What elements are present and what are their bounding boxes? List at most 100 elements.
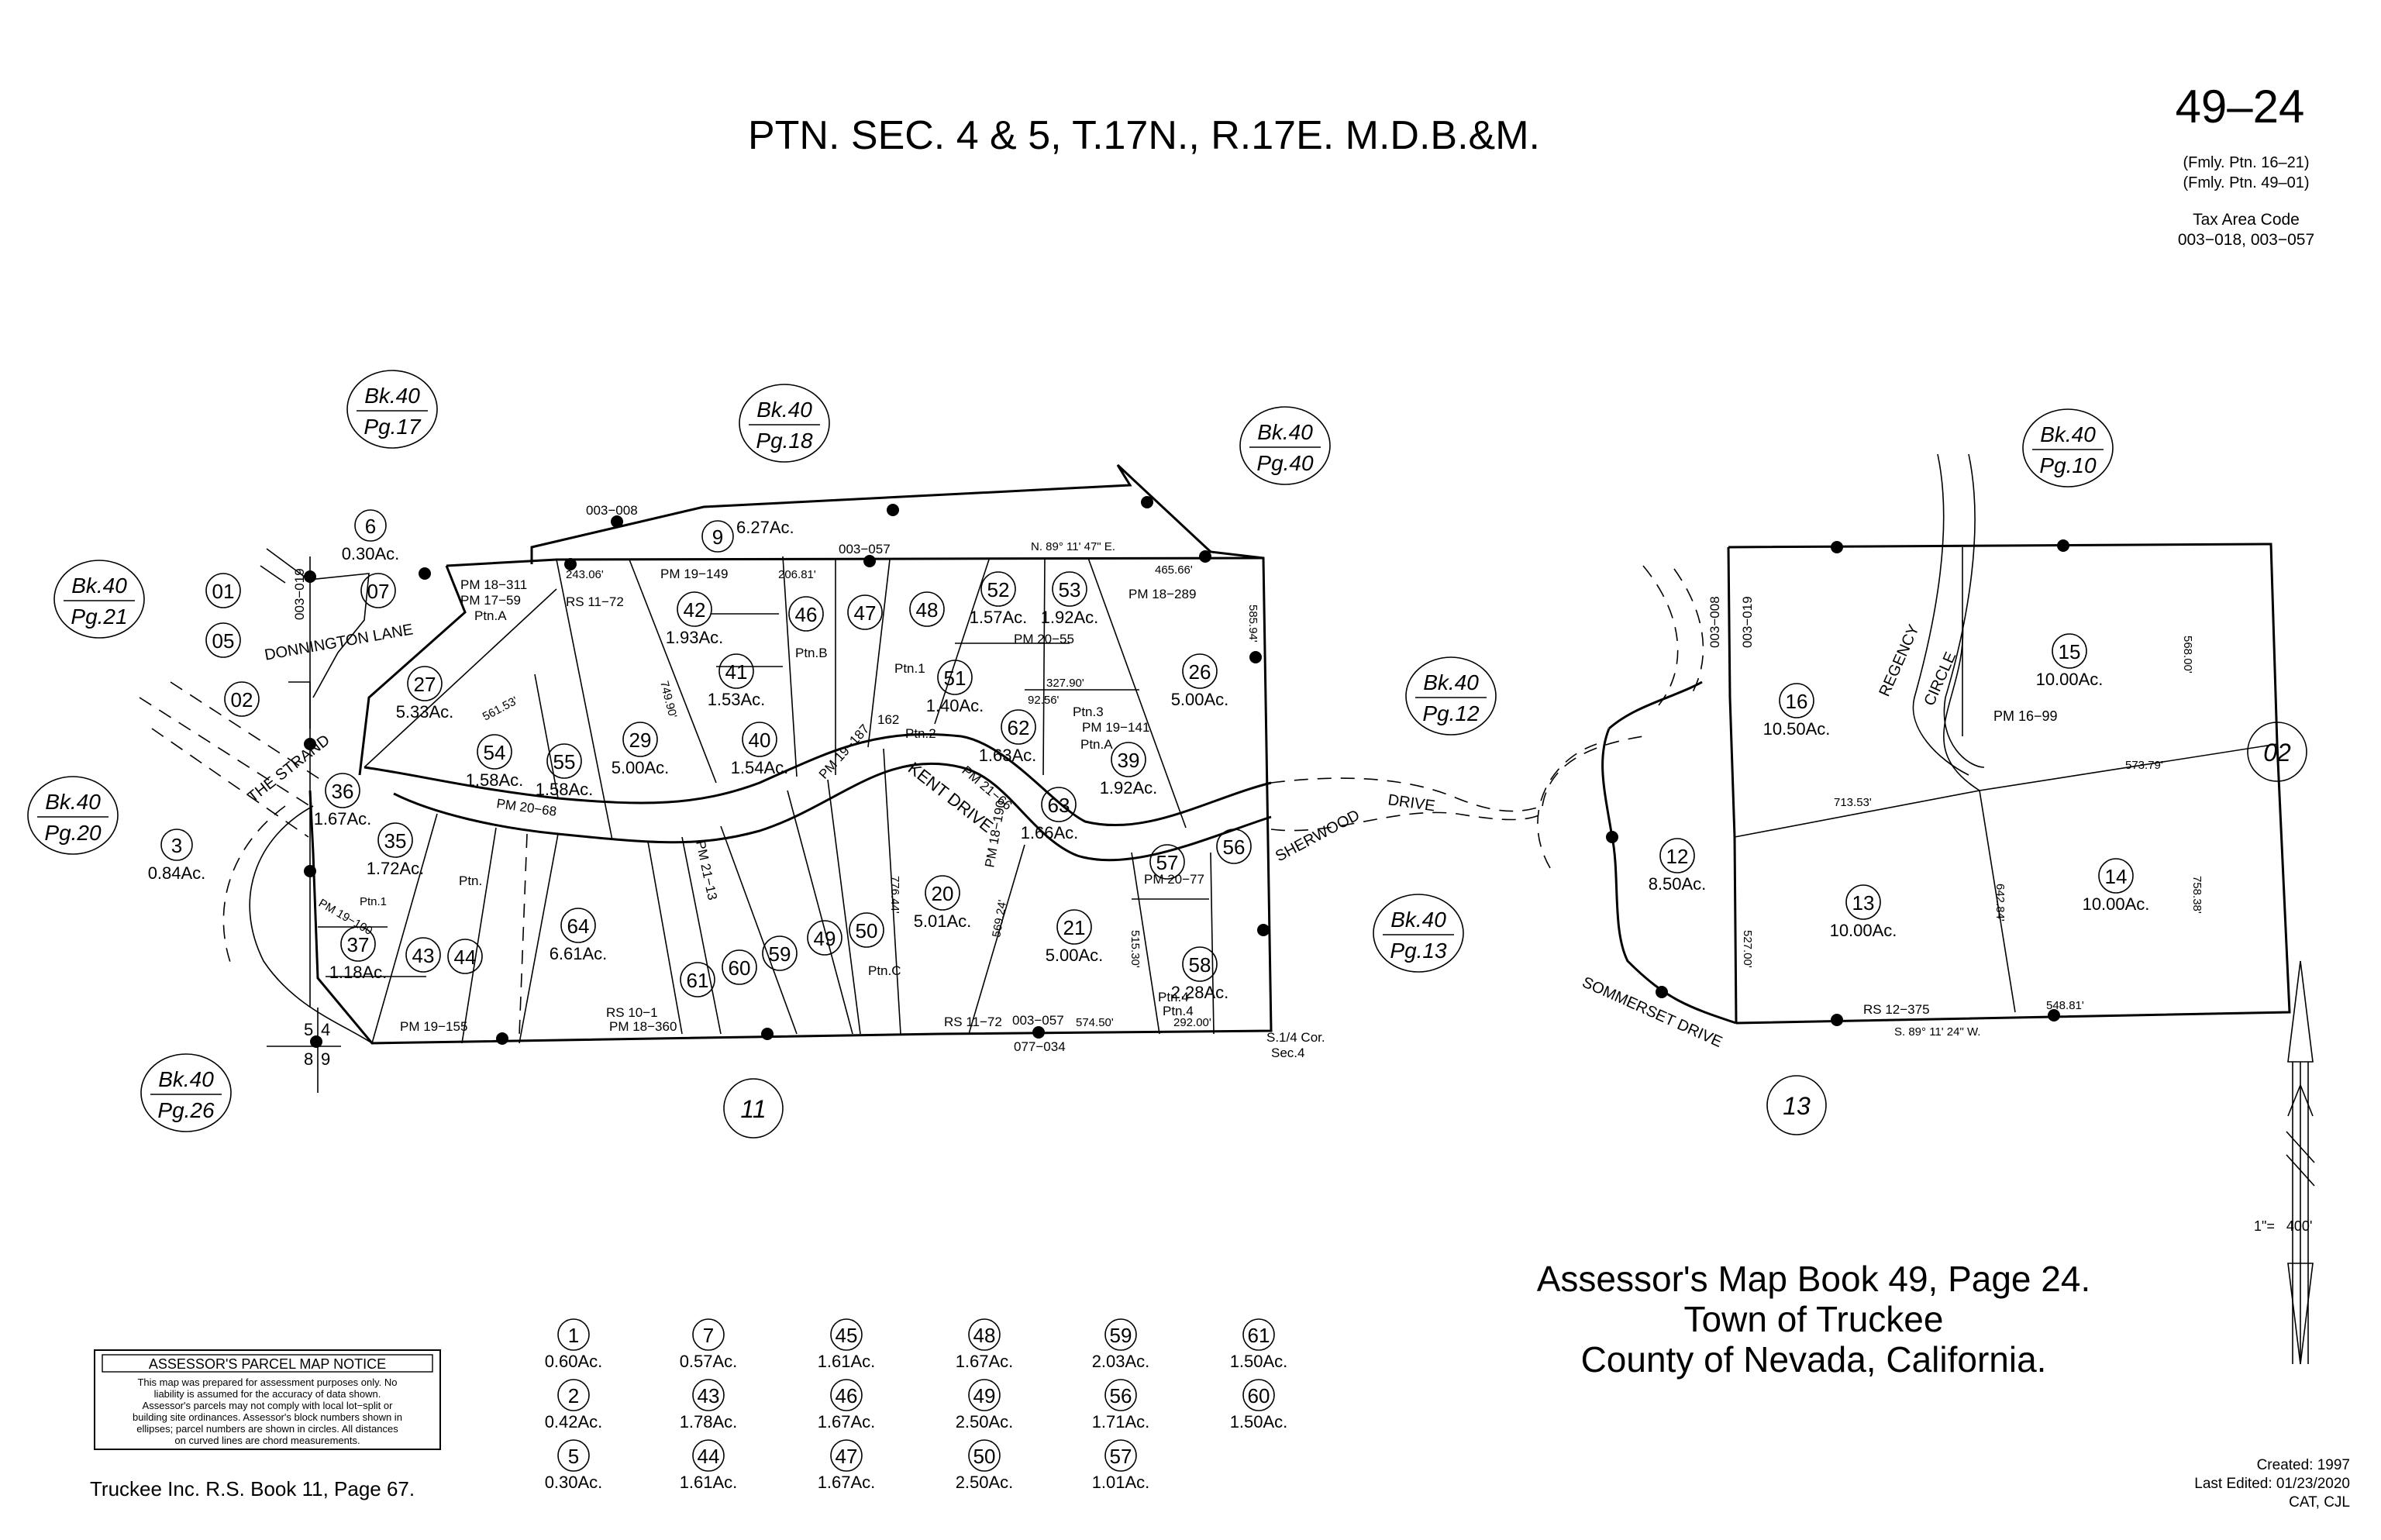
- svg-text:11: 11: [740, 1095, 766, 1123]
- svg-text:54: 54: [484, 741, 506, 764]
- svg-text:Bk.40: Bk.40: [1257, 420, 1313, 444]
- svg-text:Ptn.4: Ptn.4: [1163, 1004, 1194, 1018]
- svg-text:ASSESSOR'S PARCEL MAP NOTICE: ASSESSOR'S PARCEL MAP NOTICE: [149, 1356, 386, 1372]
- parcel-54: 541.58Ac.: [466, 734, 523, 790]
- svg-text:PM 21−13: PM 21−13: [693, 839, 720, 901]
- svg-text:Ptn.1: Ptn.1: [894, 661, 925, 676]
- parcel-12: 128.50Ac.: [1649, 838, 1706, 894]
- svg-text:60: 60: [729, 956, 751, 980]
- svg-text:62: 62: [1008, 716, 1030, 739]
- svg-text:51: 51: [944, 667, 967, 690]
- svg-text:40: 40: [749, 729, 771, 752]
- road-strand: [139, 681, 326, 838]
- parcel-62: 621.63Ac.: [979, 709, 1036, 765]
- svg-text:58: 58: [1189, 953, 1211, 977]
- svg-text:PM 16−99: PM 16−99: [1993, 708, 2058, 724]
- svg-text:37: 37: [347, 933, 370, 956]
- rs-book-reference: Truckee Inc. R.S. Book 11, Page 67.: [90, 1477, 415, 1500]
- svg-text:Ptn.A: Ptn.A: [1080, 737, 1113, 752]
- svg-text:1.57Ac.: 1.57Ac.: [970, 608, 1028, 627]
- svg-text:3: 3: [171, 834, 182, 857]
- street-sherwood: SHERWOOD: [1273, 807, 1363, 866]
- book-ref-bk40-pg21: Bk.40 Pg.21: [53, 560, 145, 639]
- svg-text:1: 1: [568, 1324, 579, 1347]
- parcel-40: 401.54Ac.: [731, 722, 788, 777]
- svg-text:Pg.26: Pg.26: [157, 1098, 215, 1122]
- svg-text:RS 11−72: RS 11−72: [944, 1015, 1002, 1029]
- svg-text:20: 20: [932, 882, 954, 905]
- parcel-02: 02: [224, 681, 260, 717]
- svg-text:5.00Ac.: 5.00Ac.: [1046, 946, 1104, 965]
- svg-text:2.03Ac.: 2.03Ac.: [1092, 1352, 1150, 1371]
- svg-text:1.50Ac.: 1.50Ac.: [1230, 1352, 1288, 1371]
- svg-text:PM 20−68: PM 20−68: [495, 796, 557, 819]
- svg-text:Pg.10: Pg.10: [2039, 453, 2097, 477]
- svg-text:50: 50: [856, 919, 878, 942]
- svg-text:292.00': 292.00': [1173, 1016, 1211, 1029]
- legend-entry-50: 502.50Ac.: [956, 1439, 1014, 1492]
- svg-text:Ptn.A: Ptn.A: [474, 608, 507, 623]
- svg-text:52: 52: [987, 578, 1010, 601]
- svg-text:003−057: 003−057: [839, 542, 891, 556]
- parcel-07: 07: [360, 573, 396, 608]
- acreage-legend: 10.60Ac. 70.57Ac. 451.61Ac. 481.67Ac. 59…: [545, 1318, 1288, 1492]
- parcel-48: 48: [909, 591, 945, 627]
- svg-text:59: 59: [1110, 1324, 1132, 1347]
- svg-text:10.00Ac.: 10.00Ac.: [2036, 670, 2104, 689]
- svg-text:243.06': 243.06': [566, 568, 604, 581]
- svg-text:1.18Ac.: 1.18Ac.: [329, 963, 388, 982]
- svg-text:S. 89° 11' 24" W.: S. 89° 11' 24" W.: [1894, 1025, 1980, 1039]
- svg-text:02: 02: [231, 688, 253, 711]
- parcel-58: 582.28Ac.: [1171, 946, 1228, 1002]
- svg-text:49: 49: [814, 927, 836, 950]
- svg-text:60: 60: [1248, 1384, 1270, 1407]
- svg-text:Pg.17: Pg.17: [364, 415, 422, 439]
- svg-text:1.92Ac.: 1.92Ac.: [1041, 608, 1099, 627]
- parcel-05: 05: [205, 622, 241, 658]
- svg-text:10.50Ac.: 10.50Ac.: [1763, 719, 1831, 739]
- parcel-41: 411.53Ac.: [708, 653, 765, 709]
- svg-text:003−019: 003−019: [292, 568, 307, 620]
- svg-text:61: 61: [1248, 1324, 1270, 1347]
- last-edited-date: Last Edited: 01/23/2020: [2194, 1476, 2350, 1492]
- svg-text:Pg.13: Pg.13: [1390, 939, 1447, 963]
- svg-text:61: 61: [687, 969, 709, 992]
- svg-text:Ptn.4: Ptn.4: [1158, 990, 1189, 1004]
- svg-text:Pg.20: Pg.20: [44, 821, 102, 845]
- svg-text:43: 43: [412, 944, 435, 967]
- svg-text:003−008: 003−008: [1707, 596, 1722, 648]
- svg-text:9: 9: [712, 525, 723, 549]
- svg-text:This map was prepared for asse: This map was prepared for assessment pur…: [137, 1376, 397, 1388]
- svg-text:27: 27: [414, 673, 436, 696]
- map-page-number: 49‒24: [2176, 81, 2305, 133]
- parcel-42: 421.93Ac.: [666, 591, 723, 647]
- svg-text:ellipses; parcel numbers are s: ellipses; parcel numbers are shown in ci…: [136, 1423, 398, 1435]
- legend-entry-56: 561.71Ac.: [1092, 1379, 1149, 1431]
- survey-monuments: [304, 496, 2069, 1048]
- svg-text:PM 19−187: PM 19−187: [816, 722, 873, 782]
- block-number-13: 13: [1766, 1075, 1827, 1135]
- former-ref-2: (Fmly. Ptn. 49‒01): [2183, 174, 2309, 191]
- svg-text:46: 46: [795, 603, 818, 626]
- svg-text:0.60Ac.: 0.60Ac.: [545, 1352, 603, 1371]
- parcel-49: 49: [807, 920, 842, 956]
- svg-text:21: 21: [1063, 916, 1086, 939]
- svg-text:5.00Ac.: 5.00Ac.: [612, 758, 670, 777]
- svg-text:Bk.40: Bk.40: [45, 790, 101, 814]
- svg-text:44: 44: [454, 946, 477, 969]
- svg-text:003−008: 003−008: [586, 503, 638, 518]
- svg-text:2.50Ac.: 2.50Ac.: [956, 1473, 1014, 1492]
- book-ref-bk40-pg10: Bk.40 Pg.10: [2022, 408, 2114, 487]
- svg-text:548.81': 548.81': [2046, 999, 2084, 1012]
- svg-text:Bk.40: Bk.40: [1390, 908, 1446, 932]
- svg-text:642.84': 642.84': [1993, 884, 2007, 922]
- street-regency: REGENCY: [1876, 622, 1922, 699]
- parcel-50: 50: [849, 912, 884, 948]
- svg-text:1.61Ac.: 1.61Ac.: [818, 1352, 876, 1371]
- parcel-lines-west: [318, 556, 1215, 1044]
- svg-text:PM 18−289: PM 18−289: [1128, 587, 1196, 601]
- svg-text:Pg.18: Pg.18: [756, 429, 813, 453]
